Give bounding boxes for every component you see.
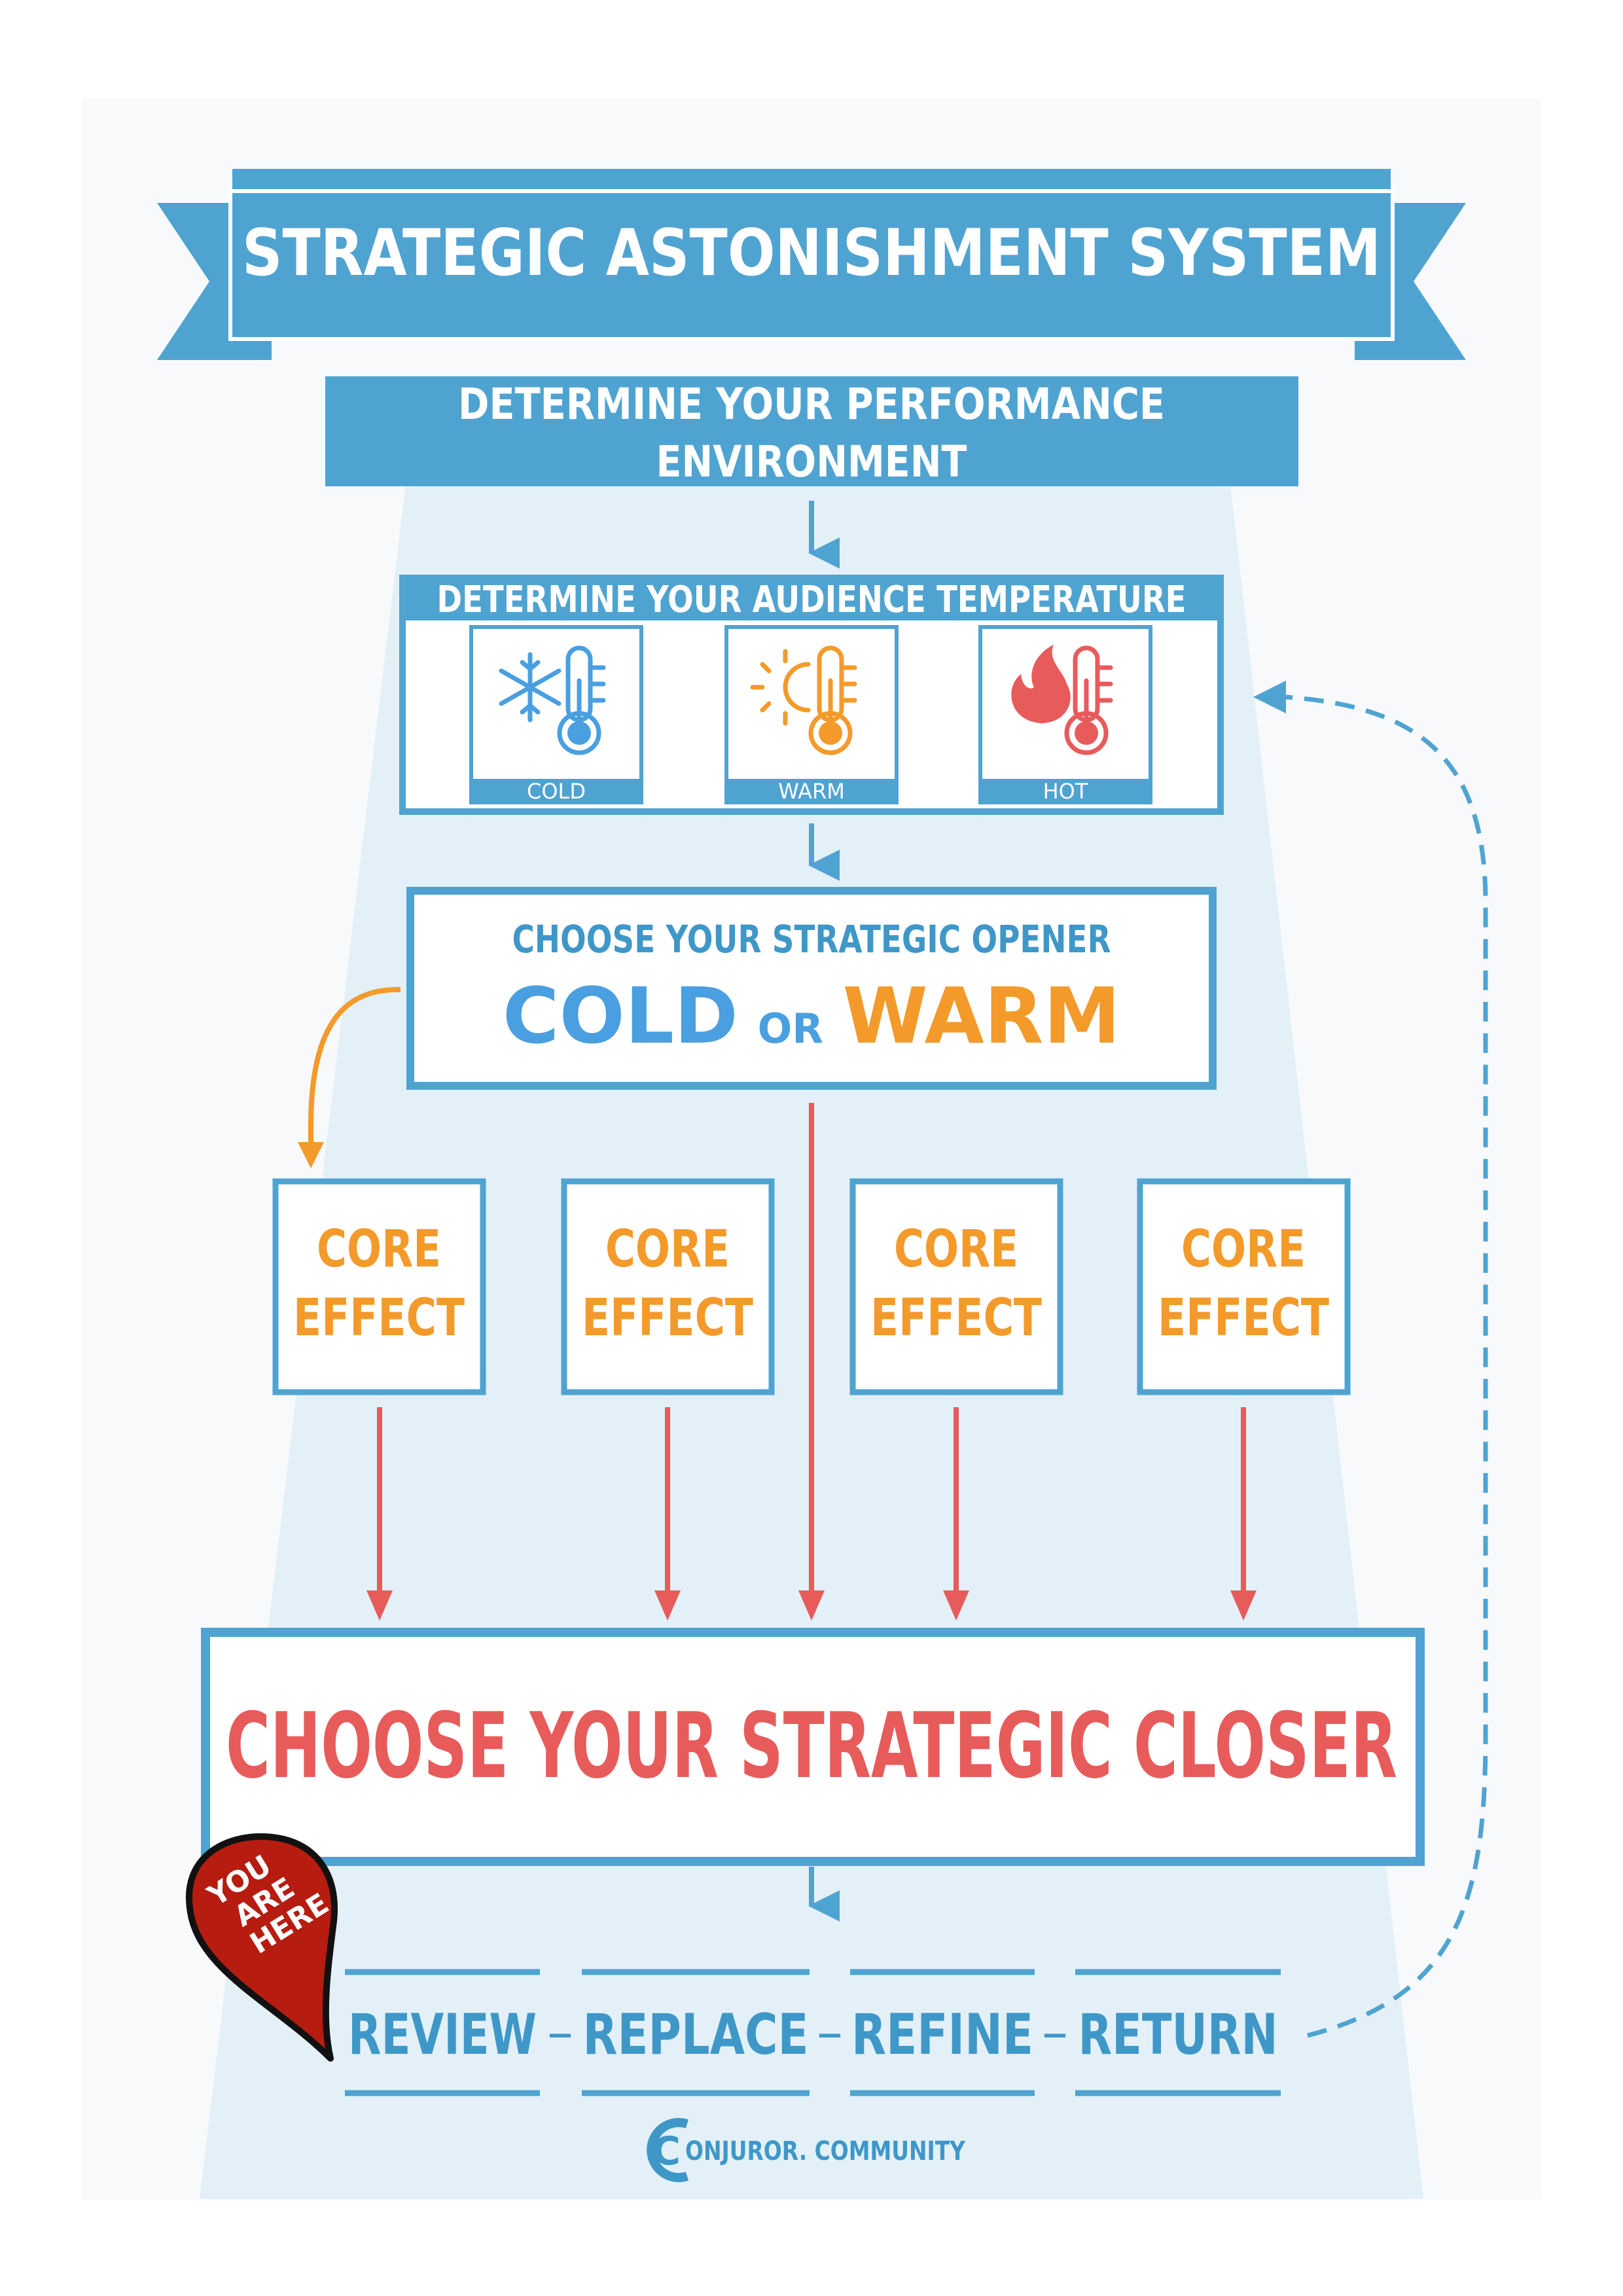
temperature-option-hot: HOT — [978, 625, 1152, 804]
step-strategic-opener: CHOOSE YOUR STRATEGIC OPENER COLD OR WAR… — [406, 887, 1217, 1090]
core-effect-1: CORE EFFECT — [272, 1178, 486, 1395]
opener-warm: WARM — [843, 971, 1120, 1061]
cold-label-bar — [471, 779, 641, 802]
title-banner: STRATEGIC ASTONISHMENT SYSTEM — [157, 169, 1466, 360]
step2-title: DETERMINE YOUR AUDIENCE TEMPERATURE — [437, 579, 1186, 621]
banner-title: STRATEGIC ASTONISHMENT SYSTEM — [242, 216, 1381, 291]
core-effect-line1: CORE — [894, 1220, 1018, 1279]
core-effect-4: CORE EFFECT — [1137, 1178, 1351, 1395]
core-effect-line1: CORE — [317, 1220, 441, 1279]
core-effect-box — [561, 1178, 775, 1395]
pin-shape — [185, 1833, 338, 2062]
cold-card — [469, 625, 643, 804]
review-step-replace: REPLACE — [582, 1969, 810, 2096]
snowflake-thermometer-icon — [499, 645, 606, 755]
core-effect-box — [1137, 1178, 1351, 1395]
separator-3: – — [1042, 2001, 1068, 2062]
core-effect-2: CORE EFFECT — [561, 1178, 775, 1395]
red-arrowhead-4 — [1230, 1590, 1257, 1621]
core-effect-3: CORE EFFECT — [849, 1178, 1063, 1395]
footer-text: ONJUROR. COMMUNITY — [685, 2136, 966, 2166]
core-effect-line2: EFFECT — [1158, 1289, 1329, 1348]
review-step-return: RETURN — [1075, 1969, 1281, 2096]
footer-logo: C ONJUROR. COMMUNITY — [647, 2118, 966, 2182]
step-performance-environment: DETERMINE YOUR PERFORMANCE ENVIRONMENT — [325, 376, 1298, 487]
temperature-option-warm: WARM — [724, 625, 899, 804]
flame-thermometer-icon — [1064, 645, 1113, 755]
closer-box — [201, 1628, 1425, 1866]
opener-title: CHOOSE YOUR STRATEGIC OPENER — [512, 917, 1111, 961]
core-effect-box — [849, 1178, 1063, 1395]
closer-title: CHOOSE YOUR STRATEGIC CLOSER — [226, 1693, 1397, 1799]
replace-label: REPLACE — [583, 2002, 809, 2068]
opener-box — [406, 887, 1217, 1090]
separator-1: – — [547, 2001, 573, 2062]
opener-or: OR — [758, 1005, 823, 1052]
cold-bulb-fill — [567, 721, 591, 745]
step-strategic-closer: CHOOSE YOUR STRATEGIC CLOSER — [201, 1628, 1425, 1866]
cold-label: COLD — [527, 779, 586, 804]
banner-body — [232, 169, 1391, 340]
hot-bulb-fill — [1075, 721, 1098, 745]
warm-bulb-fill — [819, 721, 842, 745]
red-arrowhead-2 — [654, 1590, 681, 1621]
step1-box — [325, 376, 1298, 486]
return-label: RETURN — [1079, 2002, 1278, 2068]
temperature-option-cold: COLD — [469, 625, 643, 804]
logo-c-icon — [647, 2118, 689, 2182]
hot-label: HOT — [1043, 779, 1088, 804]
hot-label-bar — [980, 779, 1150, 802]
core-effect-line2: EFFECT — [293, 1289, 465, 1348]
red-arrowhead-3 — [943, 1590, 969, 1621]
orange-connector — [308, 986, 401, 1149]
warm-label-bar — [726, 779, 897, 802]
warm-card — [724, 625, 899, 804]
step1-line1: DETERMINE YOUR PERFORMANCE — [458, 379, 1165, 429]
review-label: REVIEW — [348, 2002, 537, 2068]
step-audience-temperature: DETERMINE YOUR AUDIENCE TEMPERATURE COLD — [399, 575, 1224, 815]
review-step-review: REVIEW — [345, 1969, 540, 2096]
core-effect-line2: EFFECT — [870, 1289, 1042, 1348]
sun-thermometer-icon — [750, 645, 857, 755]
you-are-here-pin: YOU ARE HERE — [185, 1833, 338, 2062]
opener-choice: COLD OR WARM — [503, 971, 1120, 1061]
refine-label: REFINE — [851, 2002, 1033, 2068]
core-effect-line2: EFFECT — [582, 1289, 753, 1348]
core-effect-box — [272, 1178, 486, 1395]
flame-icon — [1011, 645, 1071, 723]
opener-cold: COLD — [503, 971, 738, 1061]
hot-card — [978, 625, 1152, 804]
step1-line2: ENVIRONMENT — [656, 437, 967, 487]
red-arrowhead-1 — [366, 1590, 393, 1621]
review-step-refine: REFINE — [850, 1969, 1035, 2096]
banner-inner-border — [228, 189, 1395, 341]
core-to-closer-arrows — [366, 1407, 1257, 1621]
logo-letter: C — [652, 2128, 681, 2174]
center-red-arrowhead — [798, 1590, 825, 1621]
separator-2: – — [817, 2001, 843, 2062]
review-cycle-row: REVIEW – REPLACE – REFINE – RETURN — [345, 1969, 1281, 2096]
core-effect-line1: CORE — [605, 1220, 730, 1279]
orange-arrowhead — [298, 1142, 324, 1168]
return-loop-dashed-arrow — [1285, 694, 1488, 2038]
core-effect-line1: CORE — [1181, 1220, 1306, 1279]
return-loop-arrowhead — [1253, 681, 1286, 713]
warm-label: WARM — [778, 779, 845, 804]
